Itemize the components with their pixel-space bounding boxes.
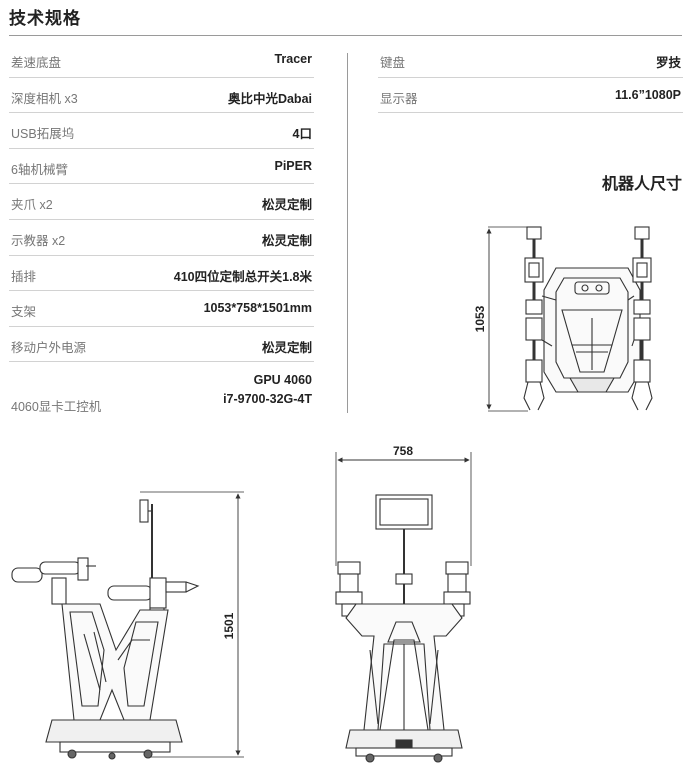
spec-value: 松灵定制 (261, 198, 312, 213)
spec-value: 松灵定制 (261, 340, 312, 355)
title-divider (9, 35, 682, 36)
spec-value: 奥比中光Dabai (227, 91, 312, 106)
spec-row: 键盘 罗技 (378, 42, 683, 78)
spec-value: Tracer (274, 52, 312, 66)
spec-table-right: 键盘 罗技 显示器 11.6”1080P (378, 42, 683, 114)
spec-value: 1053*758*1501mm (203, 301, 312, 316)
spec-value: 11.6”1080P (614, 87, 681, 102)
spec-label: 差速底盘 (11, 56, 62, 70)
spec-row: 差速底盘 Tracer (9, 42, 314, 78)
page-title: 技术规格 (9, 9, 81, 28)
spec-row: 6轴机械臂 PiPER (9, 149, 314, 185)
spec-value-line: i7-9700-32G-4T (223, 392, 312, 407)
spec-label: 示教器 x2 (11, 233, 66, 248)
spec-label: 6轴机械臂 (11, 162, 68, 177)
column-divider (347, 53, 348, 413)
spec-value-line: GPU 4060 (253, 373, 312, 388)
spec-row: 深度相机 x3 奥比中光Dabai (9, 78, 314, 114)
spec-label: 4060显卡工控机 (11, 400, 102, 415)
spec-row: 示教器 x2 松灵定制 (9, 220, 314, 256)
spec-table-left: 差速底盘 Tracer 深度相机 x3 奥比中光Dabai USB拓展坞 4口 … (9, 42, 314, 419)
depth-dimension-label: 1053 (473, 305, 487, 332)
spec-value: 罗技 (655, 56, 681, 70)
spec-label: 夹爪 x2 (11, 198, 53, 213)
spec-row: 显示器 11.6”1080P (378, 78, 683, 114)
spec-row: 夹爪 x2 松灵定制 (9, 184, 314, 220)
spec-value-multiline: GPU 4060 i7-9700-32G-4T (223, 371, 312, 409)
spec-row: 支架 1053*758*1501mm (9, 291, 314, 327)
spec-value: PiPER (274, 158, 312, 173)
spec-label: 显示器 (380, 91, 418, 106)
width-dimension-label: 758 (393, 444, 413, 458)
spec-label: 键盘 (380, 56, 406, 70)
spec-label: 移动户外电源 (11, 340, 87, 355)
spec-value: 4口 (292, 127, 312, 142)
spec-row: USB拓展坞 4口 (9, 113, 314, 149)
front-view-drawing (335, 452, 472, 763)
spec-value: 松灵定制 (261, 233, 312, 248)
side-view-drawing (11, 491, 244, 760)
spec-label: 插排 (11, 269, 37, 284)
spec-label: 深度相机 x3 (11, 91, 78, 106)
spec-label: 支架 (11, 305, 37, 320)
spec-label: USB拓展坞 (11, 127, 75, 142)
top-view-drawing (486, 226, 653, 412)
spec-row: 移动户外电源 松灵定制 (9, 327, 314, 363)
spec-row: 插排 410四位定制总开关1.8米 (9, 256, 314, 292)
dimensions-title: 机器人尺寸 (601, 176, 682, 193)
spec-row: 4060显卡工控机 GPU 4060 i7-9700-32G-4T (9, 362, 314, 419)
spec-value: 410四位定制总开关1.8米 (173, 269, 312, 284)
height-dimension-label: 1501 (222, 612, 236, 639)
